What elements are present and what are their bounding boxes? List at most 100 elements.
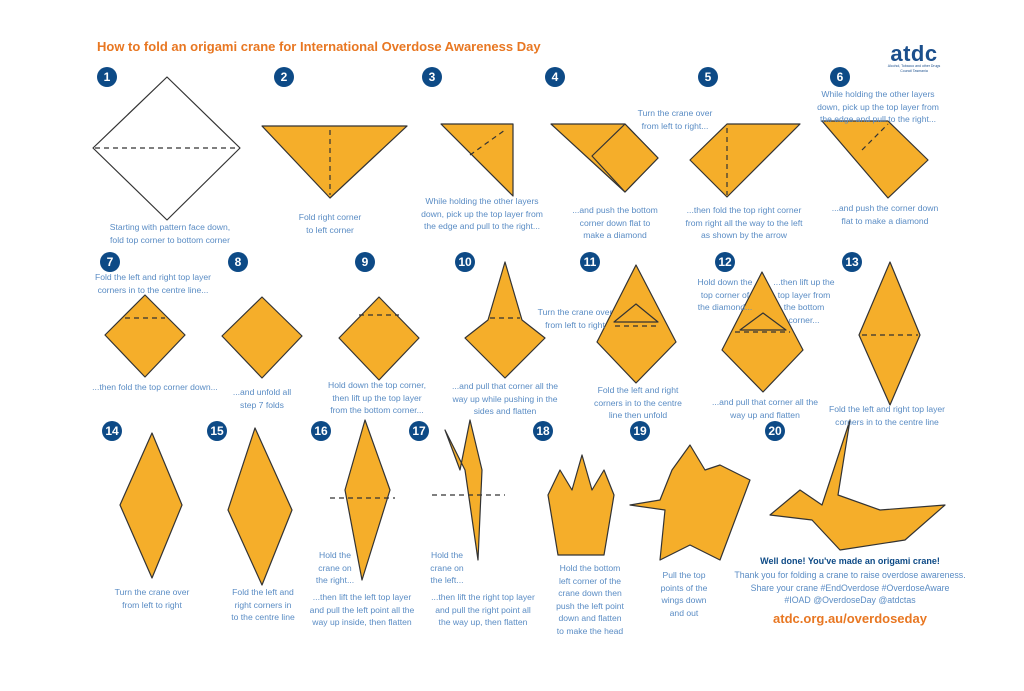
step-number-badge: 16 bbox=[311, 421, 331, 441]
step-number-badge: 3 bbox=[422, 67, 442, 87]
caption-line: ...and unfold all bbox=[232, 387, 292, 397]
step-caption: ...then fold the top right corner from ri… bbox=[685, 204, 802, 242]
caption-line: ...and push the bottom bbox=[572, 205, 658, 215]
step-caption: ...and push the corner down flat to make … bbox=[832, 202, 939, 227]
caption-line: crane down then bbox=[558, 588, 622, 598]
step-number-badge: 19 bbox=[630, 421, 650, 441]
caption-line: corners in to the centre line... bbox=[97, 284, 209, 295]
finish-line: Thank you for folding a crane to raise o… bbox=[734, 570, 966, 580]
caption-line: corner... bbox=[788, 314, 820, 325]
fold-line bbox=[469, 129, 506, 156]
caption-line: from right all the way to the left bbox=[685, 217, 803, 228]
paper-fold-shape bbox=[858, 261, 921, 406]
atdc-logo: atdc Alcohol, Tobacco and other Drugs Co… bbox=[884, 41, 944, 73]
paper-fold-shape bbox=[689, 123, 801, 198]
paper-fold-shape bbox=[769, 419, 946, 551]
caption-line: Turn the crane over bbox=[637, 108, 713, 118]
paper-fold-shape bbox=[221, 296, 303, 379]
caption-line: corner down flat to bbox=[579, 217, 651, 228]
caption-line: top corner of bbox=[700, 289, 750, 300]
caption-line: corners in to the centre bbox=[594, 397, 682, 408]
paper-fold-shape bbox=[261, 125, 408, 199]
caption-line: While holding the other layers bbox=[425, 196, 539, 206]
caption-line: Hold the bottom bbox=[559, 563, 621, 573]
step-caption: ...and push the bottom corner down flat t… bbox=[572, 204, 658, 242]
step-number-badge: 1 bbox=[97, 67, 117, 87]
paper-fold-shape bbox=[629, 444, 751, 561]
finish-line: Share your crane #EndOverdose #OverdoseA… bbox=[750, 582, 950, 593]
caption-line: flat to make a diamond bbox=[841, 215, 929, 226]
paper-fold-shape bbox=[596, 264, 677, 384]
step-number-badge: 11 bbox=[580, 252, 600, 272]
caption-line: ...then fold the top corner down... bbox=[92, 382, 218, 392]
caption-line: ...and pull that corner all the bbox=[711, 397, 819, 407]
step-number-badge: 8 bbox=[228, 252, 248, 272]
caption-line: ...then lift the right top layer bbox=[431, 592, 535, 602]
caption-line: Hold the bbox=[318, 550, 351, 560]
caption-line: from left to right bbox=[122, 599, 182, 610]
caption-line: Fold the left and right top layer bbox=[94, 272, 212, 282]
caption-line: ...then fold the top right corner bbox=[686, 205, 802, 215]
caption-line: and pull the right point all bbox=[435, 604, 531, 615]
caption-line: ...and pull that corner all the bbox=[451, 381, 559, 391]
caption-line: step 7 folds bbox=[240, 399, 284, 410]
caption-line: ...and push the corner down bbox=[831, 203, 939, 213]
website-link[interactable]: atdc.org.au/overdoseday bbox=[773, 611, 927, 626]
caption-line: Hold down the top corner, bbox=[328, 380, 426, 390]
caption-line: from left to right... bbox=[641, 120, 709, 131]
caption-line: corners in to the centre line bbox=[835, 416, 939, 427]
caption-line: wings down bbox=[661, 595, 707, 605]
paper-fold-shape bbox=[591, 123, 659, 193]
caption-line: fold top corner to bottom corner bbox=[110, 234, 230, 245]
finish-text: Thank you for folding a crane to raise o… bbox=[734, 569, 965, 607]
paper-fold-shape bbox=[440, 123, 514, 197]
paper-fold-shape bbox=[119, 432, 183, 579]
caption-line: points of the bbox=[660, 582, 708, 593]
caption-line: sides and flatten bbox=[473, 406, 537, 416]
caption-line: left corner of the bbox=[558, 575, 622, 586]
step-number-badge: 12 bbox=[715, 252, 735, 272]
caption-line: Hold down the bbox=[697, 277, 753, 287]
logo-wordmark: atdc bbox=[890, 41, 938, 66]
caption-line: from left to right bbox=[545, 319, 605, 330]
step-number-badge: 13 bbox=[842, 252, 862, 272]
caption-line: Hold the bbox=[430, 550, 464, 560]
step-number-badge: 17 bbox=[409, 421, 429, 441]
caption-line: ...then lift the left top layer bbox=[312, 592, 412, 602]
caption-line: to the centre line bbox=[231, 612, 295, 622]
caption-line: as shown by the arrow bbox=[701, 230, 787, 240]
step-caption: Fold right corner to left corner bbox=[299, 211, 362, 236]
caption-line: and out bbox=[669, 607, 699, 618]
paper-fold-shape bbox=[104, 294, 186, 378]
step-number-badge: 20 bbox=[765, 421, 785, 441]
caption-line: While holding the other layers bbox=[821, 89, 935, 99]
step-caption: Hold the bottom left corner of the crane d… bbox=[556, 562, 624, 637]
paper-fold-shape bbox=[613, 303, 659, 323]
caption-line: push the left point bbox=[556, 600, 624, 611]
caption-line: the edge and pull to the right... bbox=[423, 221, 541, 231]
caption-line: the right... bbox=[315, 575, 355, 585]
caption-line: down, pick up the top layer from bbox=[421, 208, 543, 219]
step-caption: ...and unfold all step 7 folds bbox=[233, 386, 291, 411]
caption-line: and pull the left point all the bbox=[309, 604, 415, 615]
caption-line: down and flatten bbox=[558, 613, 622, 623]
step-number-badge: 7 bbox=[100, 252, 120, 272]
step-number-badge: 5 bbox=[698, 67, 718, 87]
caption-line: Fold right corner bbox=[298, 212, 362, 222]
caption-line: Fold the left and right top layer bbox=[828, 404, 946, 414]
step-number-badge: 14 bbox=[102, 421, 122, 441]
caption-line: the way up, then flatten bbox=[438, 617, 528, 627]
step-number-badge: 6 bbox=[830, 67, 850, 87]
caption-line: the diamond... bbox=[697, 302, 753, 312]
paper-fold-shape bbox=[344, 419, 391, 581]
step-number-badge: 15 bbox=[207, 421, 227, 441]
finish-line: #IOAD @OverdoseDay @atdctas bbox=[784, 595, 916, 605]
caption-line: to left corner bbox=[306, 224, 354, 235]
